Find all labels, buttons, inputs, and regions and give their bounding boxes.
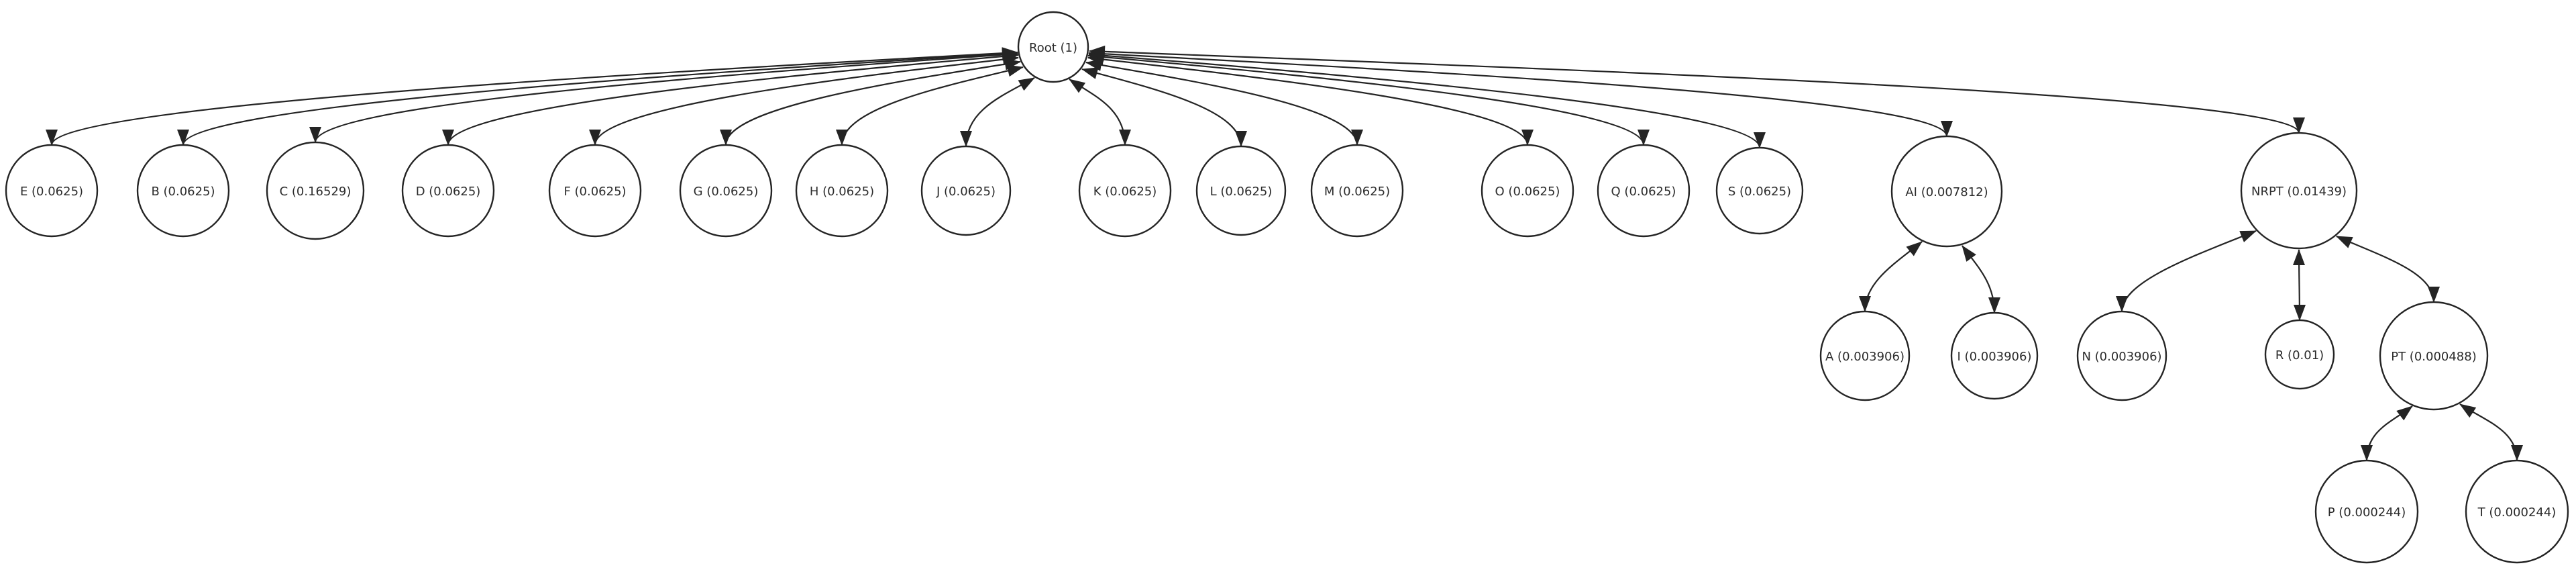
node-label: D (0.0625) [416, 185, 481, 199]
node-circle [1481, 144, 1574, 238]
node-circle [2264, 319, 2335, 390]
edge-root-K [1069, 79, 1131, 146]
edge-root-E [46, 47, 1018, 146]
node-circle [920, 145, 1012, 236]
node-circle [548, 144, 642, 238]
node-label: P (0.000244) [2328, 505, 2406, 520]
node-circle [1715, 146, 1804, 235]
node-label: S (0.0625) [1728, 185, 1791, 199]
node-label: NRPT (0.01439) [2251, 185, 2347, 199]
tree-node-N: N (0.003906) [2076, 310, 2167, 401]
node-circle [1195, 145, 1287, 236]
tree-node-R: R (0.01) [2264, 319, 2335, 390]
node-circle [2240, 132, 2358, 250]
edge-AI-I [1962, 245, 2000, 313]
node-circle [401, 144, 495, 238]
tree-node-F: F (0.0625) [548, 144, 642, 238]
node-circle [2314, 459, 2419, 564]
edge-NRPT-R [2293, 249, 2306, 321]
tree-node-root: Root (1) [1017, 11, 1089, 83]
node-circle [2465, 459, 2569, 564]
tree-node-K: K (0.0625) [1078, 144, 1172, 238]
tree-node-L: L (0.0625) [1195, 145, 1287, 236]
node-label: M (0.0625) [1324, 185, 1390, 199]
node-label: A (0.003906) [1825, 350, 1904, 364]
edge-root-NRPT [1089, 45, 2305, 134]
node-circle [1597, 144, 1690, 238]
node-label: O (0.0625) [1495, 185, 1560, 199]
node-label: L (0.0625) [1210, 185, 1273, 199]
tree-node-J: J (0.0625) [920, 145, 1012, 236]
node-circle [2379, 301, 2489, 411]
tree-node-AI: AI (0.007812) [1890, 135, 2003, 248]
tree-node-H: H (0.0625) [795, 144, 889, 238]
tree-node-NRPT: NRPT (0.01439) [2240, 132, 2358, 250]
node-circle [1950, 311, 2039, 400]
node-circle [1310, 144, 1404, 238]
node-circle [679, 144, 773, 238]
edge-root-H [836, 64, 1024, 146]
node-label: J (0.0625) [936, 185, 996, 199]
node-label: R (0.01) [2275, 348, 2324, 362]
node-label: G (0.0625) [694, 185, 759, 199]
tree-node-Q: Q (0.0625) [1597, 144, 1690, 238]
tree-node-P: P (0.000244) [2314, 459, 2419, 564]
edge-root-L [1081, 67, 1247, 147]
edge-root-O [1087, 53, 1534, 146]
edge-AI-A [1859, 241, 1923, 312]
node-circle [1017, 11, 1089, 83]
node-label: AI (0.007812) [1905, 185, 1988, 199]
node-label: Root (1) [1029, 41, 1077, 55]
node-circle [2076, 310, 2167, 401]
nodes-layer: Root (1) E (0.0625) B (0.0625) C (0.1652… [5, 11, 2569, 564]
node-label: K (0.0625) [1093, 185, 1157, 199]
tree-node-E: E (0.0625) [5, 144, 99, 238]
node-label: F (0.0625) [564, 185, 626, 199]
node-label: N (0.003906) [2082, 350, 2161, 364]
node-circle [136, 144, 230, 238]
edge-root-J [960, 77, 1035, 147]
edge-root-G [720, 58, 1021, 146]
tree-node-A: A (0.003906) [1819, 310, 1911, 401]
edge-root-AI [1088, 48, 1953, 137]
tree-node-D: D (0.0625) [401, 144, 495, 238]
node-label: H (0.0625) [810, 185, 874, 199]
node-circle [795, 144, 889, 238]
node-label: C (0.16529) [280, 185, 352, 199]
node-label: E (0.0625) [20, 185, 83, 199]
tree-node-S: S (0.0625) [1715, 146, 1804, 235]
tree-node-I: I (0.003906) [1950, 311, 2039, 400]
node-label: Q (0.0625) [1611, 185, 1676, 199]
edge-PT-T [2459, 403, 2523, 461]
tree-node-B: B (0.0625) [136, 144, 230, 238]
tree-node-PT: PT (0.000488) [2379, 301, 2489, 411]
node-label: PT (0.000488) [2391, 350, 2477, 364]
edge-root-M [1085, 58, 1363, 146]
tree-node-M: M (0.0625) [1310, 144, 1404, 238]
tree-node-O: O (0.0625) [1481, 144, 1574, 238]
node-label: T (0.000244) [2477, 505, 2557, 520]
edges-layer [46, 45, 2523, 461]
node-circle [1819, 310, 1911, 401]
edge-PT-P [2361, 405, 2413, 461]
node-circle [1078, 144, 1172, 238]
node-circle [5, 144, 99, 238]
node-label: B (0.0625) [151, 185, 215, 199]
tree-node-C: C (0.16529) [266, 141, 365, 240]
node-circle [266, 141, 365, 240]
node-label: I (0.003906) [1957, 350, 2032, 364]
edge-NRPT-PT [2336, 235, 2440, 303]
tree-node-G: G (0.0625) [679, 144, 773, 238]
tree-node-T: T (0.000244) [2465, 459, 2569, 564]
node-circle [1890, 135, 2003, 248]
edge-NRPT-N [2116, 230, 2257, 312]
